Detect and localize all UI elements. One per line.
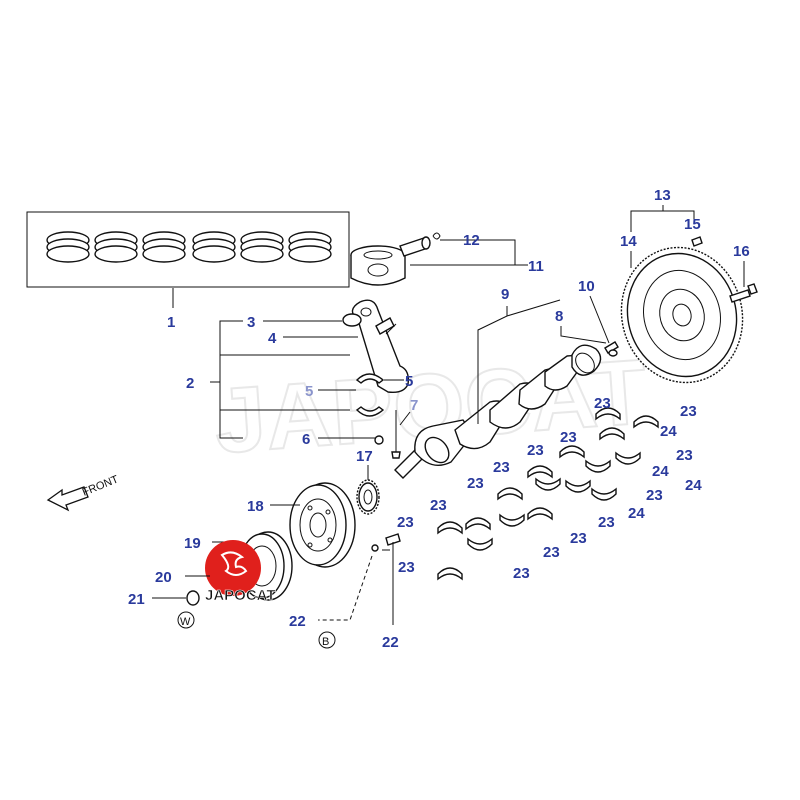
snap-ring[interactable] [432, 232, 441, 240]
crank-pulley[interactable] [289, 482, 356, 568]
callout-23-5: 23 [570, 530, 587, 547]
callout-24-16: 24 [660, 423, 677, 440]
connecting-rod[interactable] [351, 299, 410, 394]
main-bearing-shell-1[interactable] [437, 521, 463, 535]
main-bearing-shell-16[interactable] [615, 451, 641, 465]
crank-gear[interactable] [356, 479, 380, 515]
callout-18: 18 [247, 498, 264, 515]
logo-text: JAPOCAT [205, 587, 276, 604]
callout-5-right: 5 [405, 373, 413, 390]
view-w-marker: W [177, 611, 195, 629]
view-b-label: B [322, 636, 329, 648]
main-bearing-shell-14[interactable] [633, 415, 659, 429]
callout-23-12: 23 [594, 395, 611, 412]
callout-21: 21 [128, 591, 145, 608]
callout-20: 20 [155, 569, 172, 586]
callout-3: 3 [247, 314, 255, 331]
callout-7: 7 [410, 397, 418, 414]
callout-22-right: 22 [382, 634, 399, 651]
callout-16: 16 [733, 243, 750, 260]
rod-bolt[interactable] [391, 410, 401, 459]
callout-24-19: 24 [628, 505, 645, 522]
callout-23-8: 23 [467, 475, 484, 492]
piston-ring-6 [288, 231, 332, 263]
callout-23-1: 23 [397, 514, 414, 531]
callout-5-left: 5 [305, 383, 313, 400]
callout-1: 1 [167, 314, 175, 331]
main-bearing-shell-10[interactable] [565, 479, 591, 493]
callout-23-9: 23 [493, 459, 510, 476]
callout-24-18: 24 [685, 477, 702, 494]
callout-12: 12 [463, 232, 480, 249]
view-b-marker: B [318, 631, 336, 649]
piston-rings-set[interactable] [26, 211, 350, 288]
main-bearing-shell-2[interactable] [467, 537, 493, 551]
crankshaft[interactable] [394, 344, 602, 479]
rod-bearing-upper[interactable] [355, 373, 385, 384]
main-bearing-shell-12[interactable] [591, 487, 617, 501]
front-arrow: FRONT [46, 473, 121, 512]
rod-bearing-lower[interactable] [355, 406, 385, 417]
callout-22-left: 22 [289, 613, 306, 630]
main-bearing-shell-6[interactable] [527, 507, 553, 521]
callout-11: 11 [528, 258, 544, 275]
view-w-label: W [180, 616, 191, 628]
main-bearing-shell-11[interactable] [559, 445, 585, 459]
main-bearing-shell-17[interactable] [595, 407, 621, 421]
callout-15: 15 [684, 216, 701, 233]
rod-nut[interactable] [374, 435, 384, 445]
callout-23-14: 23 [676, 447, 693, 464]
japocat-logo: JAPOCAT [205, 540, 276, 604]
piston-ring-5 [240, 231, 284, 263]
callout-14: 14 [620, 233, 637, 250]
piston-pin[interactable] [399, 236, 431, 257]
piston-ring-2 [94, 231, 138, 263]
callout-23-3: 23 [513, 565, 530, 582]
main-bearing-shell-7[interactable] [535, 477, 561, 491]
front-label: FRONT [81, 473, 121, 498]
main-bearing-shell-4[interactable] [465, 517, 491, 531]
piston[interactable] [350, 245, 406, 286]
callout-23-11: 23 [560, 429, 577, 446]
callout-4: 4 [268, 330, 277, 347]
callout-23-6: 23 [598, 514, 615, 531]
main-bearing-shell-15[interactable] [585, 459, 611, 473]
callout-9: 9 [501, 286, 509, 303]
small-end-bushing[interactable] [342, 313, 362, 327]
crank-dowel[interactable] [608, 349, 618, 357]
main-bearing-shell-13[interactable] [599, 427, 625, 441]
callout-2: 2 [186, 375, 194, 392]
callout-23-15: 23 [646, 487, 663, 504]
callout-17: 17 [356, 448, 373, 465]
piston-ring-1 [46, 231, 90, 263]
main-bearing-shell-5[interactable] [499, 513, 525, 527]
piston-ring-3 [142, 231, 186, 263]
callout-10: 10 [578, 278, 595, 295]
callout-8: 8 [555, 308, 563, 325]
flywheel-dowel[interactable] [691, 236, 703, 247]
callout-23-7: 23 [430, 497, 447, 514]
callout-23-13: 23 [680, 403, 697, 420]
callout-24-17: 24 [652, 463, 669, 480]
crank-bolt[interactable] [385, 533, 401, 625]
callout-6: 6 [302, 431, 310, 448]
main-bearing-shell-8[interactable] [497, 487, 523, 501]
callout-19: 19 [184, 535, 201, 552]
pulley-washer[interactable] [186, 590, 200, 606]
crank-pin[interactable] [604, 341, 619, 354]
piston-ring-4 [192, 231, 236, 263]
crank-key[interactable] [371, 544, 390, 552]
flywheel[interactable] [606, 234, 757, 396]
callout-23-4: 23 [543, 544, 560, 561]
main-bearing-shell-9[interactable] [527, 465, 553, 479]
callout-23-10: 23 [527, 442, 544, 459]
main-bearing-shell-3[interactable] [437, 567, 463, 581]
callout-23-2: 23 [398, 559, 415, 576]
callout-13: 13 [654, 187, 671, 204]
flywheel-bolt[interactable] [729, 283, 758, 303]
